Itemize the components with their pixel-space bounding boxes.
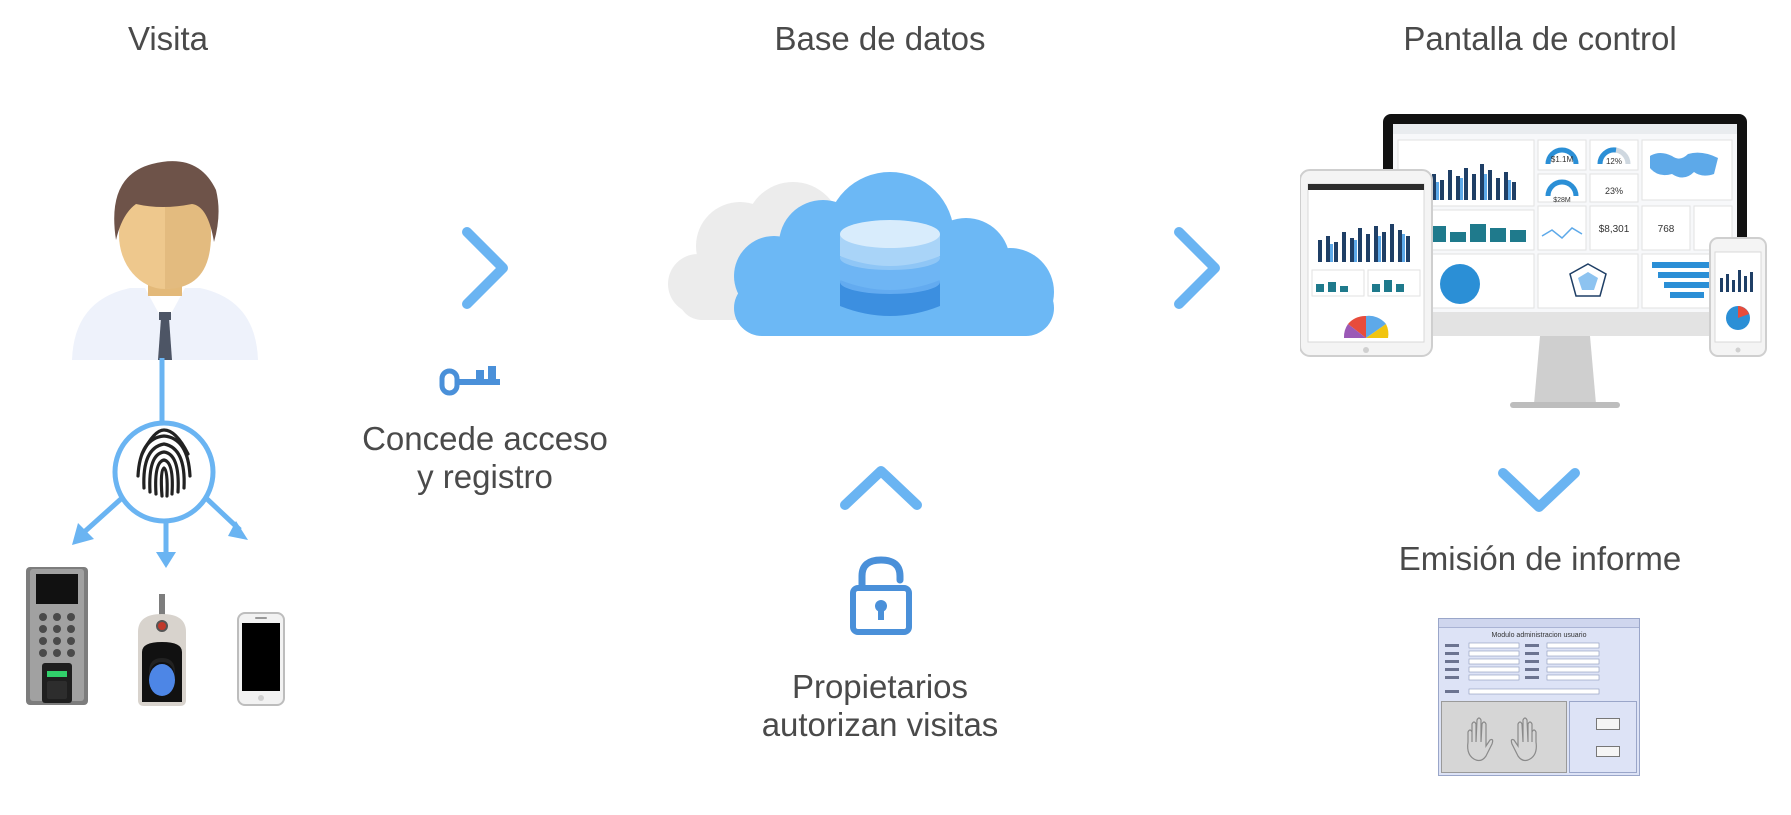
chevron-right-icon-2 xyxy=(1174,227,1220,309)
kpi-6: 768 xyxy=(1658,224,1675,235)
kpi-3: $28M xyxy=(1553,197,1571,204)
report-close-button[interactable] xyxy=(1596,746,1620,757)
report-action-button[interactable] xyxy=(1596,718,1620,730)
access-label: Concede acceso y registro xyxy=(340,420,630,496)
dashboard-phone-icon xyxy=(1709,237,1767,357)
report-buttons-panel xyxy=(1569,701,1637,773)
monitor-icon: 23% $1.1M 12% $28M $8,301 768 xyxy=(1383,114,1747,408)
fingerprint-connector xyxy=(72,358,248,568)
person-icon xyxy=(72,161,258,360)
access-label-line2: y registro xyxy=(417,458,553,495)
tablet-icon xyxy=(1300,169,1433,357)
database-icon xyxy=(840,220,940,316)
kpi-1: $1.1M xyxy=(1551,155,1574,164)
owners-label-line1: Propietarios xyxy=(791,668,969,705)
report-hands-panel xyxy=(1441,701,1567,773)
fingerprint-reader-icon xyxy=(138,594,186,706)
report-form-fields xyxy=(1445,642,1600,695)
chevron-down-icon xyxy=(1498,468,1580,512)
visit-title: Visita xyxy=(127,20,209,57)
database-title: Base de datos xyxy=(774,20,986,57)
dashboard-devices-illustration: 23% $1.1M 12% $28M $8,301 768 xyxy=(1300,114,1767,408)
control-title: Pantalla de control xyxy=(1403,20,1677,57)
keypad-terminal-icon xyxy=(26,567,88,705)
chevron-up-icon xyxy=(840,466,922,510)
owners-label: Propietarios autorizan visitas xyxy=(720,668,1040,744)
report-title: Emisión de informe xyxy=(1398,540,1682,577)
hands-icon xyxy=(1467,717,1537,762)
owners-label-line2: autorizan visitas xyxy=(761,706,999,743)
key-icon xyxy=(439,366,500,396)
kpi-4: 23% xyxy=(1605,186,1623,196)
report-window-header: Modulo administracion usuario xyxy=(1491,632,1587,639)
kpi-5: $8,301 xyxy=(1599,224,1630,235)
report-window: Modulo administracion usuario xyxy=(1438,618,1640,776)
fingerprint-icon xyxy=(136,428,192,498)
cloud-icon xyxy=(668,172,1054,336)
access-label-line1: Concede acceso xyxy=(362,420,608,457)
kpi-2: 12% xyxy=(1606,157,1622,166)
report-window-titlebar xyxy=(1439,619,1639,628)
lock-open-icon xyxy=(850,556,912,635)
phone-icon xyxy=(237,612,285,706)
chevron-right-icon xyxy=(462,227,508,309)
